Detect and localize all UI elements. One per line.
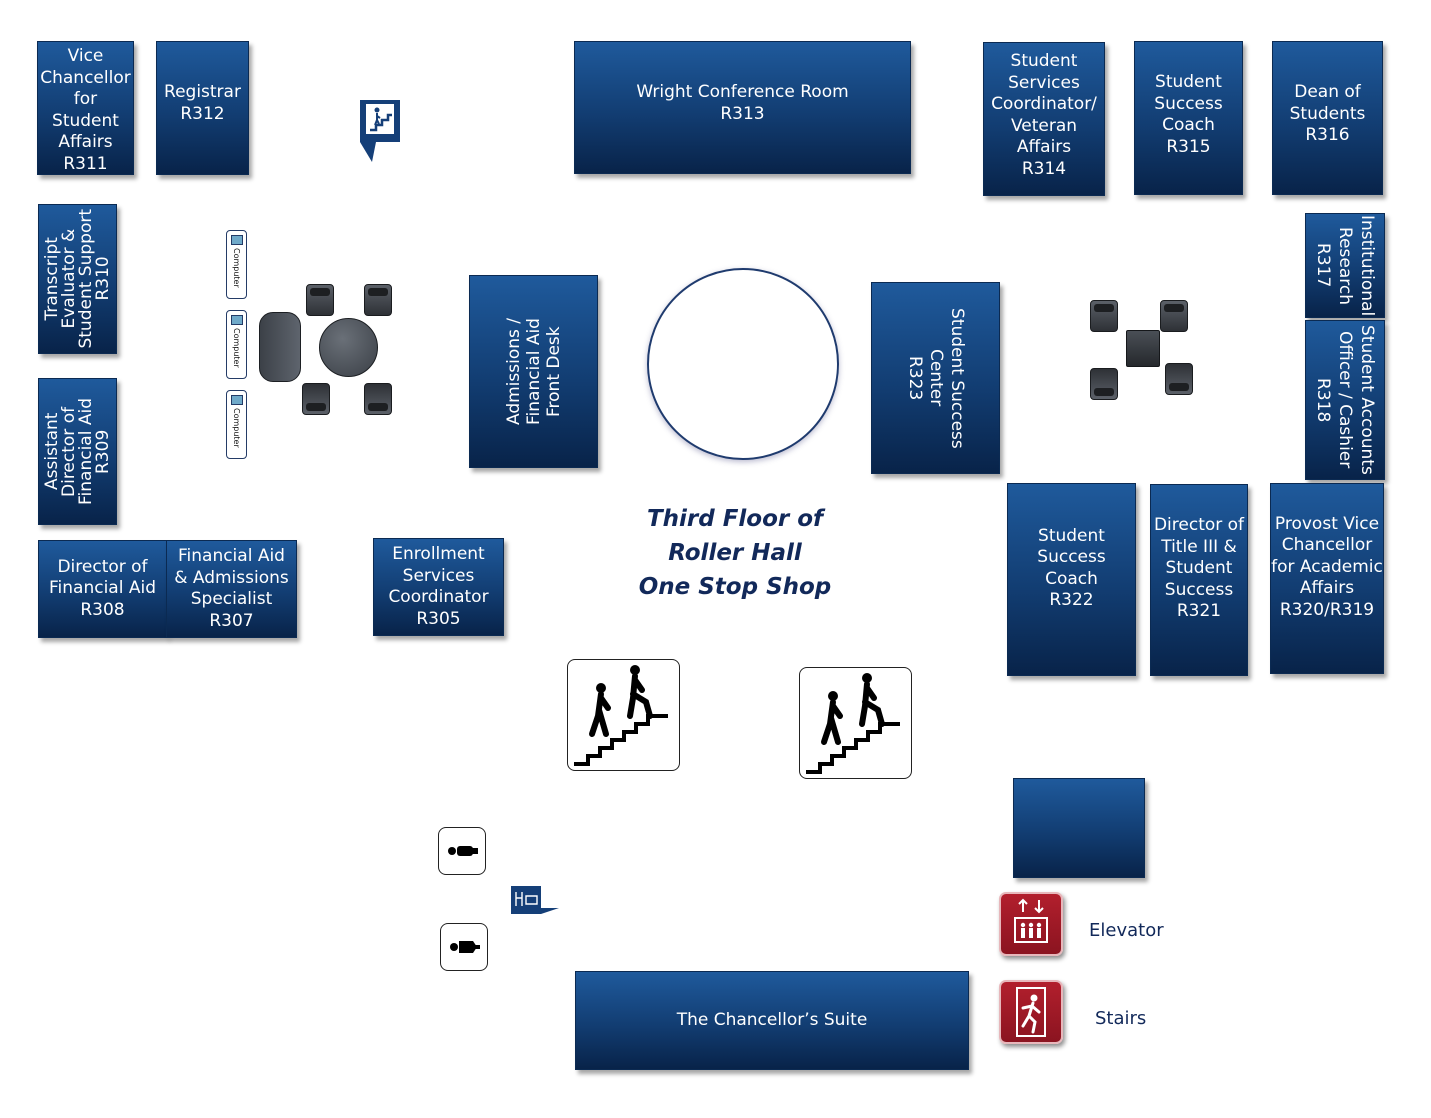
room-r312: Registrar R312 (156, 41, 249, 175)
lounge-chair-icon (364, 284, 392, 316)
computer-icon: Computer (226, 230, 247, 299)
room-r308-label: Director of Financial Aid R308 (49, 556, 156, 620)
computer-icon: Computer (226, 390, 247, 459)
stairs-marker-icon (360, 100, 400, 162)
directory-marker-icon (511, 886, 559, 916)
room-r316: Dean of Students R316 (1272, 41, 1383, 195)
legend-elevator-label: Elevator (1089, 920, 1164, 941)
staircase-icon (567, 659, 680, 771)
room-r317: Institutional Research R317 (1305, 213, 1385, 318)
central-atrium (647, 268, 839, 460)
room-r308: Director of Financial Aid R308 (38, 540, 167, 638)
computer-icon: Computer (226, 310, 247, 379)
room-r313: Wright Conference Room R313 (574, 41, 911, 174)
room-r316-label: Dean of Students R316 (1289, 82, 1366, 145)
round-table-icon (319, 318, 378, 377)
computer-screen-icon (230, 315, 243, 325)
room-r321: Director of Title III & Student Success … (1150, 484, 1248, 676)
room-r314: Student Services Coordinator/ Veteran Af… (983, 42, 1105, 196)
front-desk: Admissions / Financial Aid Front Desk (469, 275, 598, 468)
computer-screen-icon (230, 395, 243, 405)
room-r309-label: Assistant Director of Financial Aid R309 (41, 398, 113, 505)
sofa-icon (259, 312, 301, 382)
room-r323: Student Success Center R323 (871, 282, 1000, 474)
lounge-chair-icon (1165, 363, 1193, 395)
room-r305: Enrollment Services Coordinator R305 (373, 538, 504, 636)
chancellor-suite-label: The Chancellor’s Suite (676, 1009, 868, 1030)
room-r310-label: Transcript Evaluator & Student Support R… (41, 209, 113, 349)
map-title-line1: Third Floor of (646, 506, 824, 532)
room-r317-label: Institutional Research R317 (1313, 214, 1377, 317)
room-r322-label: Student Success Coach R322 (1037, 525, 1106, 611)
square-table-icon (1126, 330, 1160, 367)
restroom-icon (438, 827, 486, 875)
room-r307: Financial Aid & Admissions Specialist R3… (166, 540, 297, 638)
lounge-chair-icon (1090, 300, 1118, 332)
map-title-line3: One Stop Shop (638, 574, 832, 600)
room-r312-label: Registrar R312 (164, 82, 241, 124)
lounge-chair-icon (1160, 300, 1188, 332)
unlabeled-room (1013, 778, 1145, 878)
room-r311: Vice Chancellor for Student Affairs R311 (37, 41, 134, 175)
room-r320-label: Provost Vice Chancellor for Academic Aff… (1271, 513, 1383, 620)
lounge-chair-icon (306, 284, 334, 316)
chancellor-suite: The Chancellor’s Suite (575, 971, 969, 1070)
room-r311-label: Vice Chancellor for Student Affairs R311 (40, 46, 131, 174)
map-title-line2: Roller Hall (668, 540, 802, 566)
room-r318-label: Student Accounts Officer / Cashier R318 (1313, 325, 1377, 475)
room-r321-label: Director of Title III & Student Success … (1153, 515, 1245, 622)
room-r310: Transcript Evaluator & Student Support R… (38, 204, 117, 354)
restroom-icon (440, 923, 488, 971)
lounge-chair-icon (364, 383, 392, 415)
room-r309: Assistant Director of Financial Aid R309 (38, 378, 117, 525)
room-r322: Student Success Coach R322 (1007, 483, 1136, 676)
elevator-icon (999, 892, 1063, 956)
staircase-icon (799, 667, 912, 779)
legend-stairs-label: Stairs (1095, 1008, 1147, 1029)
room-r323-label: Student Success Center R323 (905, 307, 967, 449)
room-r314-label: Student Services Coordinator/ Veteran Af… (991, 51, 1097, 179)
computer-screen-icon (230, 235, 243, 245)
lounge-chair-icon (302, 383, 330, 415)
emergency-exit-icon (999, 980, 1063, 1044)
room-r313-label: Wright Conference Room R313 (636, 82, 849, 124)
room-r320: Provost Vice Chancellor for Academic Aff… (1270, 483, 1384, 674)
lounge-chair-icon (1090, 368, 1118, 400)
room-r305-label: Enrollment Services Coordinator R305 (388, 544, 489, 629)
room-r315: Student Success Coach R315 (1134, 41, 1243, 195)
computer-label: Computer (232, 408, 241, 448)
computer-label: Computer (232, 248, 241, 288)
room-r315-label: Student Success Coach R315 (1154, 72, 1223, 157)
room-r307-label: Financial Aid & Admissions Specialist R3… (174, 546, 289, 631)
computer-label: Computer (232, 328, 241, 368)
room-r318: Student Accounts Officer / Cashier R318 (1305, 320, 1385, 480)
front-desk-label: Admissions / Financial Aid Front Desk (503, 317, 564, 425)
